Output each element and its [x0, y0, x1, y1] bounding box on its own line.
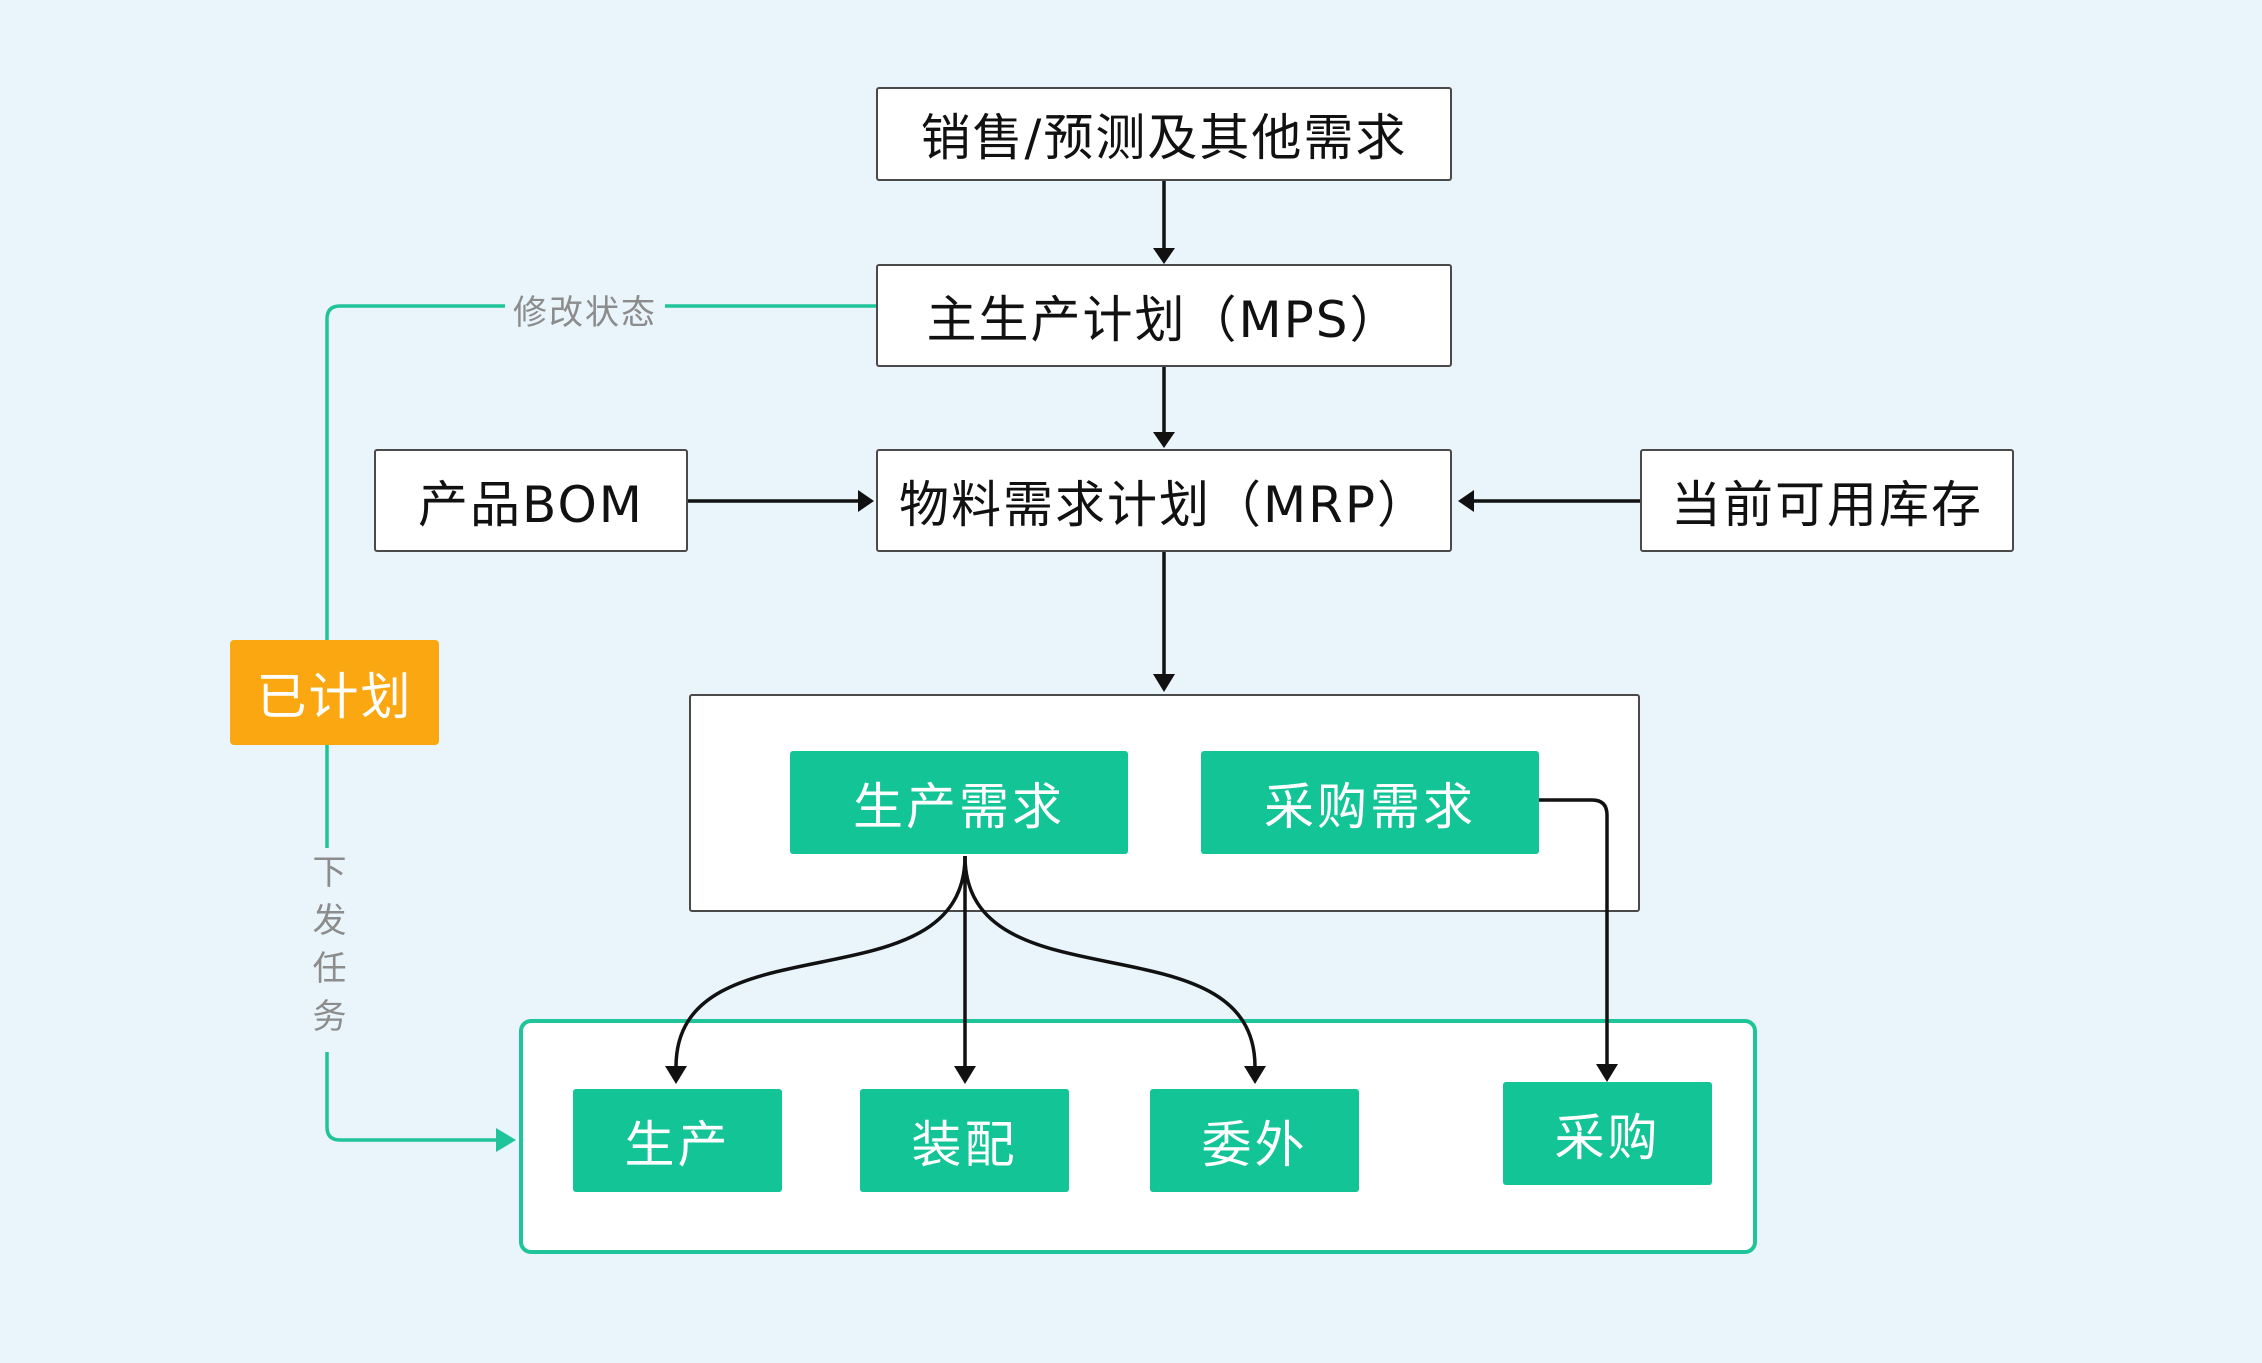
available-inventory-node: 当前可用库存 — [1640, 449, 2014, 552]
arrow-purchase-demand-to-purchase — [1539, 798, 1609, 1070]
arrowhead-assembly — [954, 1066, 976, 1084]
mrp-node: 物料需求计划（MRP） — [876, 449, 1452, 552]
assembly-node: 装配 — [860, 1089, 1069, 1192]
arrowhead-outsourcing — [1244, 1066, 1266, 1084]
feedback-line-mps-to-planned — [325, 304, 876, 640]
arrowhead-inventory — [1458, 490, 1474, 512]
modify-status-label: 修改状态 — [505, 285, 665, 334]
arrowhead-mps — [1153, 248, 1175, 264]
arrow-production-demand-to-production — [674, 855, 967, 1068]
outsourcing-node: 委外 — [1150, 1089, 1359, 1192]
mps-node: 主生产计划（MPS） — [876, 264, 1452, 367]
arrowhead-bom — [858, 490, 874, 512]
arrowhead-production — [665, 1066, 687, 1084]
purchase-demand-node: 采购需求 — [1201, 751, 1539, 854]
production-node: 生产 — [573, 1089, 782, 1192]
production-demand-node: 生产需求 — [790, 751, 1128, 854]
arrow-production-demand-to-outsourcing — [963, 855, 1257, 1068]
feedback-line-planned-to-execution — [325, 745, 498, 1142]
arrowhead-demand-group — [1153, 674, 1175, 692]
arrowhead-mrp-top — [1153, 432, 1175, 448]
arrowhead-execution-group — [496, 1128, 516, 1152]
sales-forecast-node: 销售/预测及其他需求 — [876, 87, 1452, 181]
planned-status-node: 已计划 — [230, 640, 439, 745]
arrowhead-purchase — [1596, 1064, 1618, 1082]
issue-task-label: 下发任务 — [306, 848, 346, 1052]
purchase-node: 采购 — [1503, 1082, 1712, 1185]
product-bom-node: 产品BOM — [374, 449, 688, 552]
